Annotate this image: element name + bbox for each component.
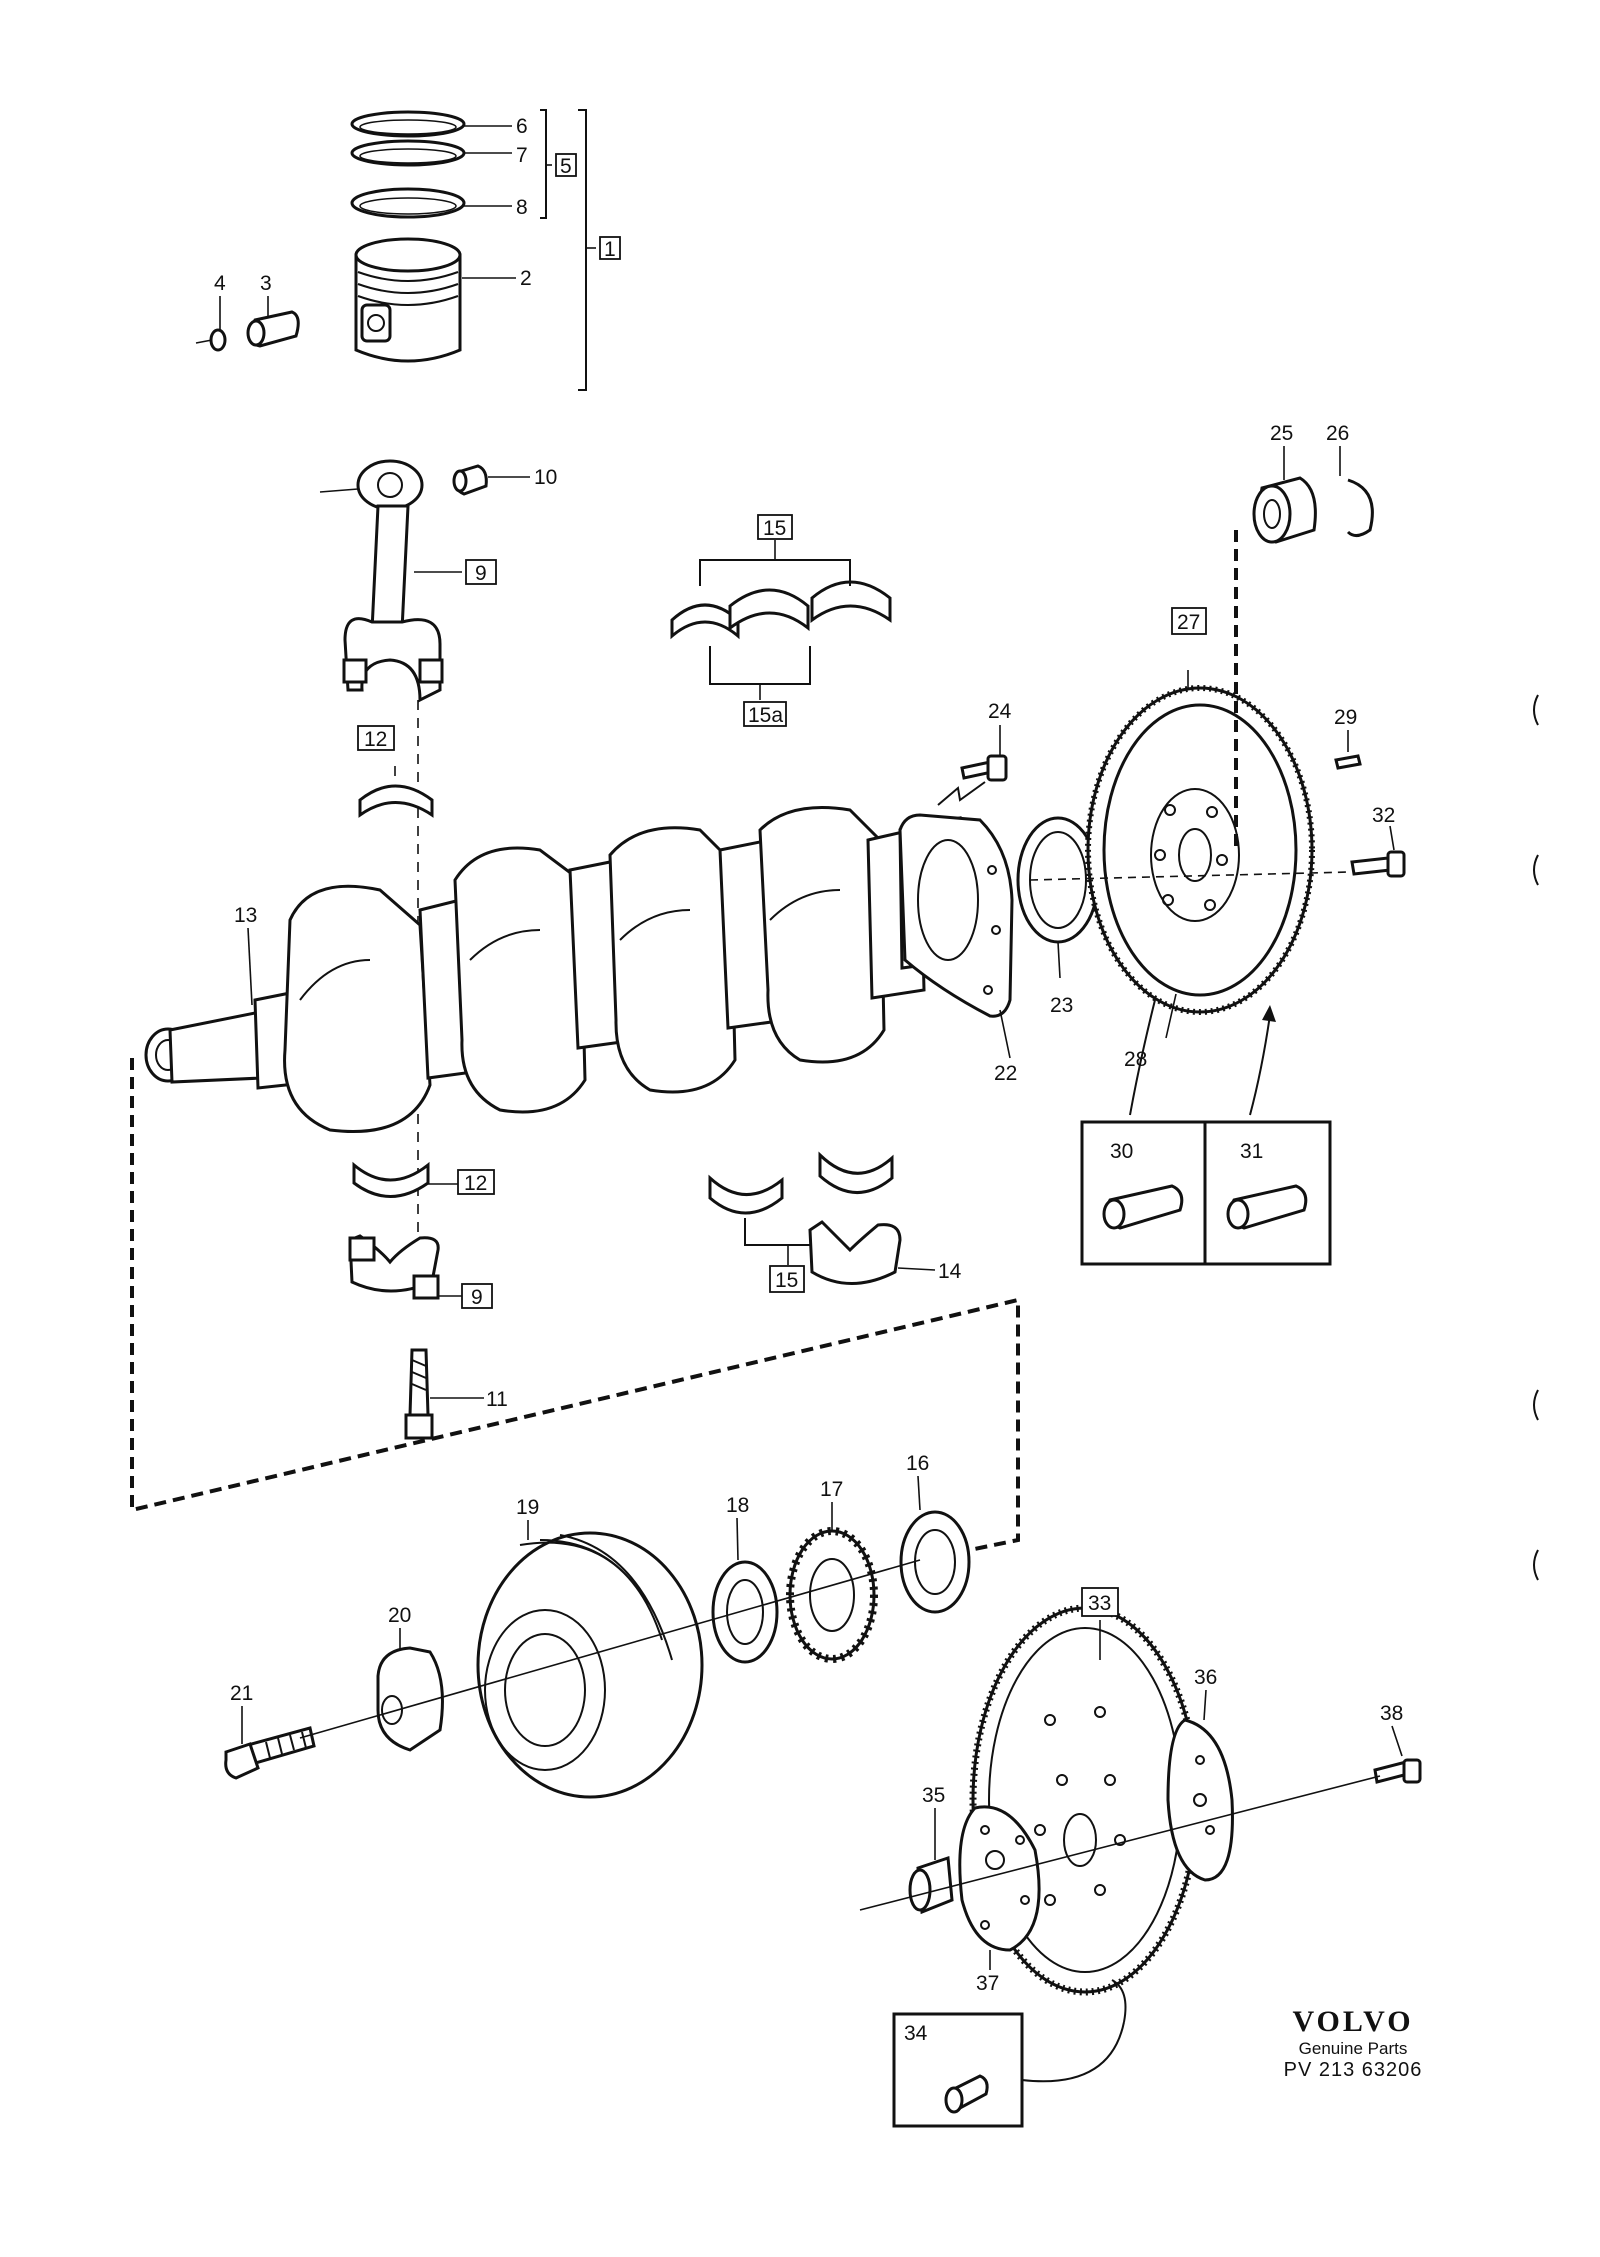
dowel-option-30 [1102,1184,1184,1230]
main-bearing-cap [808,1220,902,1285]
thrust-washer-16 [899,1510,971,1614]
label-3: 3 [260,272,272,295]
label-12-top: 12 [364,728,387,751]
assembly-line-main [130,1058,1020,1554]
pulley-bolt [224,1726,316,1780]
label-8: 8 [516,196,528,219]
label-19: 19 [516,1496,539,1519]
pilot-bearing [1252,476,1317,544]
brand-tagline: Genuine Parts [1298,2039,1408,2058]
piston-pin [246,310,300,348]
connecting-rod [342,459,444,703]
label-36: 36 [1194,1666,1217,1689]
label-38: 38 [1380,1702,1403,1725]
label-34: 34 [904,2022,928,2045]
label-21: 21 [230,1682,253,1705]
label-25: 25 [1270,422,1293,445]
label-35: 35 [922,1784,945,1807]
label-24: 24 [988,700,1012,723]
label-15a: 15a [748,704,783,727]
spacer-washer-18 [711,1560,779,1664]
label-30: 30 [1110,1140,1133,1163]
label-31: 31 [1240,1140,1263,1163]
flywheel [1085,685,1315,1015]
reinforcement-plate-36 [1166,1718,1234,1882]
label-32: 32 [1372,804,1395,827]
spacer-bush-35 [908,1855,954,1915]
piston-ring-6 [350,110,466,138]
label-26: 26 [1326,422,1349,445]
label-15-top: 15 [763,517,786,540]
pilot-bearing-circlip [1346,478,1374,537]
conrod-cap [348,1234,440,1300]
volvo-logo: VOLVO [1292,2005,1414,2038]
label-16: 16 [906,1452,929,1475]
label-5: 5 [560,155,572,178]
label-4: 4 [214,272,226,295]
small-end-bush [452,464,488,496]
pulley-hub-20 [376,1646,444,1752]
label-1: 1 [604,238,616,261]
label-22: 22 [994,1062,1017,1085]
seal-housing-screw [960,754,1008,782]
label-33: 33 [1088,1592,1111,1615]
label-7: 7 [516,144,528,167]
main-bearing-upper-set [670,580,892,640]
crankshaft-gear [786,1527,878,1663]
piston-ring-8 [350,187,466,219]
reinforcement-plate-37 [958,1805,1041,1952]
label-15-bottom: 15 [775,1269,798,1292]
crankshaft [144,806,992,1134]
label-23: 23 [1050,994,1073,1017]
main-bearing-lower-set [708,1151,894,1215]
bracket-1 [578,109,587,391]
flexplate-bolt [1373,1758,1422,1784]
label-13: 13 [234,904,257,927]
piston-ring-7 [350,139,466,167]
label-29: 29 [1334,706,1357,729]
label-6: 6 [516,115,528,138]
label-17: 17 [820,1478,843,1501]
label-10: 10 [534,466,557,489]
diagram-code: PV 213 63206 [1283,2059,1423,2081]
label-9-top: 9 [475,562,487,585]
label-14: 14 [938,1260,962,1283]
brand-block: VOLVO Genuine Parts PV 213 63206 [1268,2005,1438,2082]
label-12-bottom: 12 [464,1172,487,1195]
bracket-5 [540,109,547,219]
circlip [195,328,227,352]
spacer-option-box [892,2012,1024,2128]
conrod-bearing-lower [352,1161,430,1198]
label-20: 20 [388,1604,411,1627]
crankshaft-pulley [476,1531,704,1799]
dowel-pin [1334,754,1362,770]
label-9-bottom: 9 [471,1286,483,1309]
conrod-bearing-upper [358,784,434,818]
rear-seal-housing [898,813,1014,1018]
label-37: 37 [976,1972,999,1995]
piston [354,237,462,363]
flywheel-bolt [1350,850,1406,878]
dowel-option-31 [1226,1184,1308,1230]
label-2: 2 [520,267,532,290]
dowel-options-box [1080,1120,1332,1266]
label-27: 27 [1177,611,1200,634]
label-11: 11 [486,1388,508,1411]
label-28: 28 [1124,1048,1147,1071]
conrod-bolt [404,1348,434,1440]
label-18: 18 [726,1494,749,1517]
